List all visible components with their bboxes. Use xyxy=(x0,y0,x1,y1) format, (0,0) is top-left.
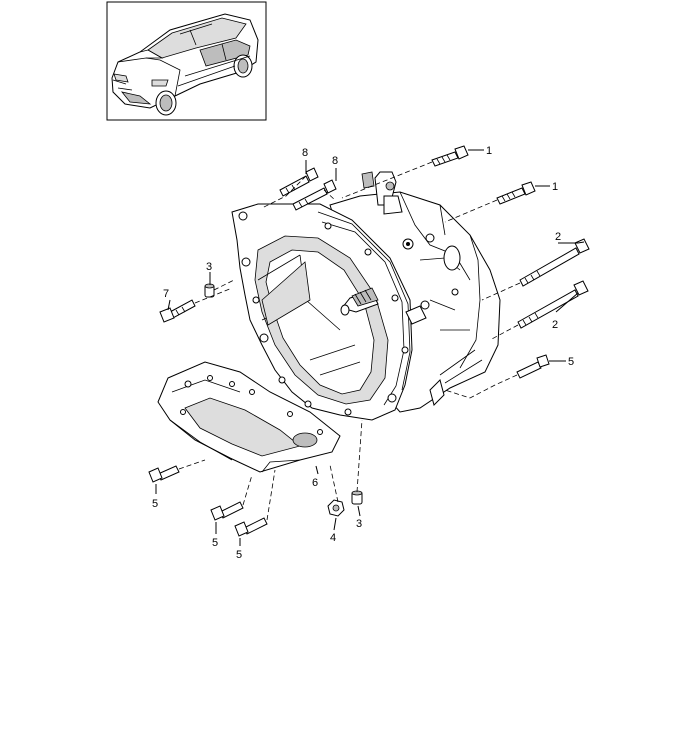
bolt-8-right xyxy=(292,179,337,211)
callout-5-left: 5 xyxy=(152,498,158,510)
bolt-1-lower xyxy=(496,181,536,205)
bolt-2-upper xyxy=(519,238,590,287)
bolt-5-bottom-a xyxy=(210,501,244,521)
input-shaft xyxy=(340,287,379,316)
callout-3-left: 3 xyxy=(206,261,212,273)
callout-4: 4 xyxy=(330,532,336,544)
bolt-1-upper xyxy=(431,145,469,167)
vehicle-thumbnail xyxy=(106,1,267,121)
callout-8-right: 8 xyxy=(332,155,338,167)
callout-labels: 1 1 2 2 3 3 4 5 5 5 5 6 7 8 8 xyxy=(152,145,574,561)
leader-lines xyxy=(155,149,585,546)
bolt-5-bottom-b xyxy=(234,517,268,537)
assembly-lines xyxy=(178,161,521,521)
callout-5-right: 5 xyxy=(568,356,574,368)
callout-2-upper: 2 xyxy=(555,231,561,243)
bolt-2-lower xyxy=(517,280,589,329)
suv-illustration xyxy=(111,13,259,116)
callout-6: 6 xyxy=(312,477,318,489)
nut-4 xyxy=(327,499,345,517)
sleeve-3-left xyxy=(204,283,215,298)
callout-1-upper: 1 xyxy=(486,145,492,157)
bolt-8-left xyxy=(279,167,319,197)
callout-2-lower: 2 xyxy=(552,319,558,331)
bolt-7 xyxy=(159,299,196,323)
callout-5-bottom-a: 5 xyxy=(212,537,218,549)
callout-8-left: 8 xyxy=(302,147,308,159)
sleeve-3-lower xyxy=(351,490,363,505)
bolts xyxy=(148,145,590,537)
cover-plate xyxy=(157,361,341,473)
callout-1-lower: 1 xyxy=(552,181,558,193)
callout-3-lower: 3 xyxy=(356,518,362,530)
transmission-housing xyxy=(231,171,501,421)
callout-5-bottom-b: 5 xyxy=(236,549,242,561)
bolt-5-right xyxy=(516,354,550,379)
bolt-5-left xyxy=(148,465,180,483)
callout-7: 7 xyxy=(163,288,169,300)
